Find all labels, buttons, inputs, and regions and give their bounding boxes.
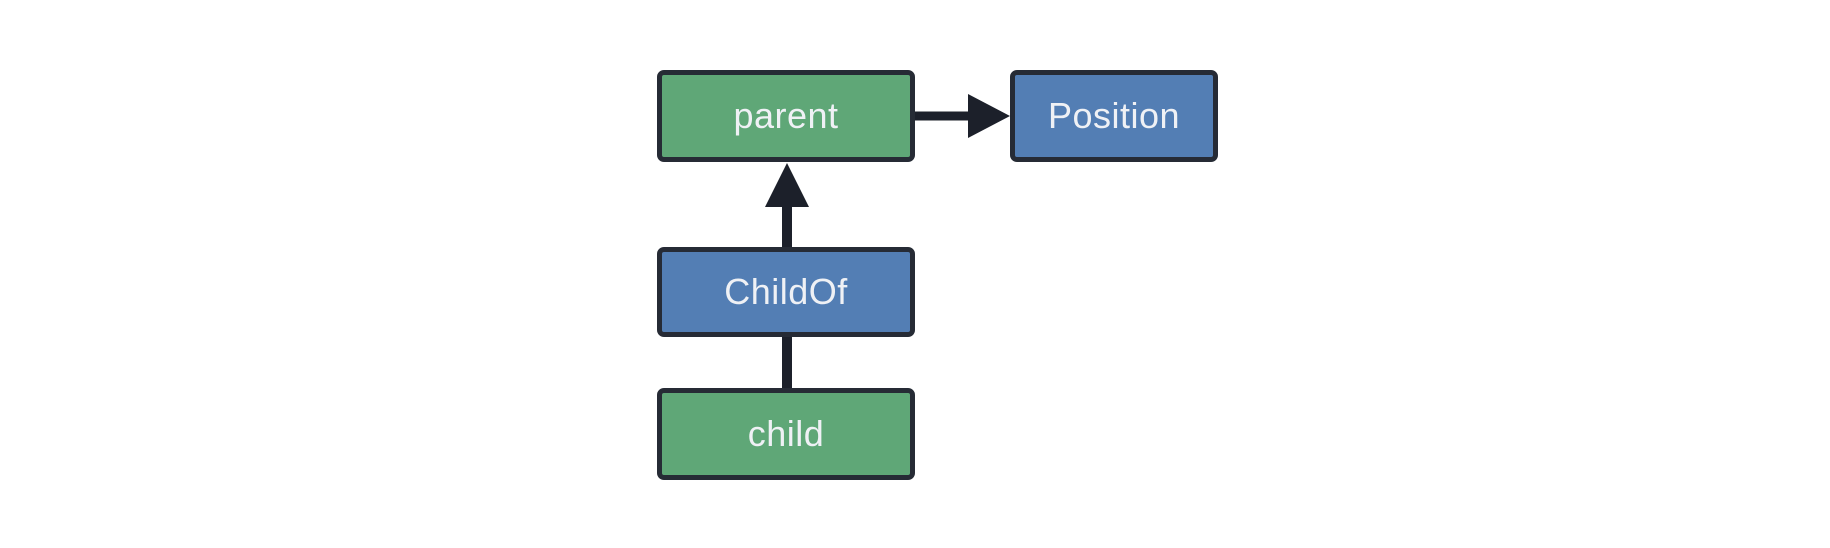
arrowhead-right-icon xyxy=(968,94,1010,138)
edge-childof-parent xyxy=(765,163,809,247)
node-child: child xyxy=(657,388,915,480)
node-position: Position xyxy=(1010,70,1218,162)
node-childof: ChildOf xyxy=(657,247,915,337)
node-position-label: Position xyxy=(1047,95,1181,136)
node-childof-label: ChildOf xyxy=(724,271,848,312)
node-child-label: child xyxy=(747,413,825,454)
edge-parent-position xyxy=(915,94,1010,138)
arrowhead-up-icon xyxy=(765,163,809,207)
node-parent-label: parent xyxy=(733,95,839,136)
node-parent: parent xyxy=(657,70,915,162)
